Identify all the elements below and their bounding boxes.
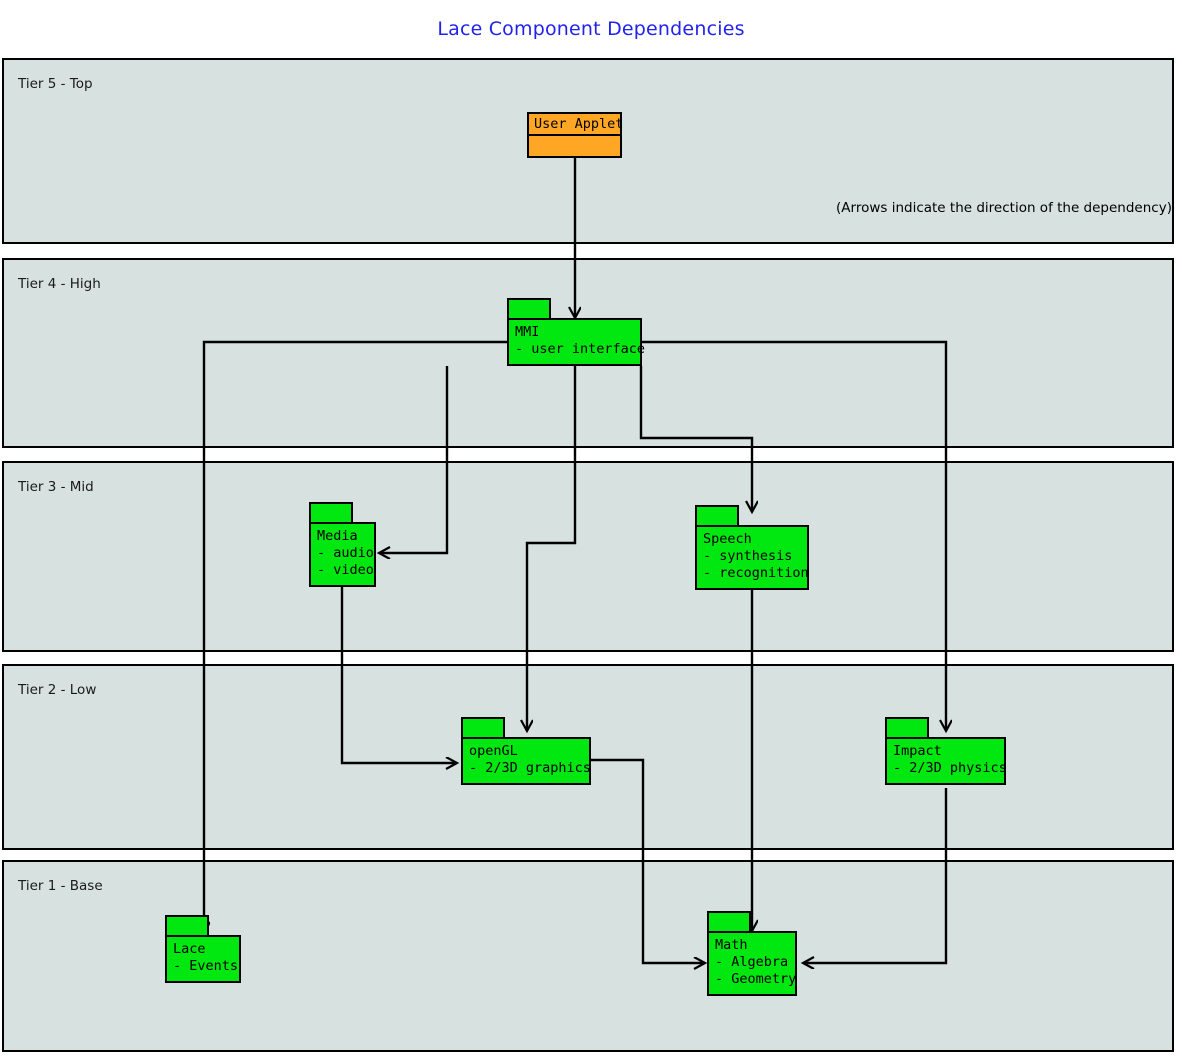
lace-label: Lace - Events <box>165 935 241 983</box>
speech-label: Speech - synthesis - recognition <box>695 525 809 590</box>
user-applet-body <box>527 134 622 158</box>
opengl-package-tab <box>461 717 505 739</box>
impact-label: Impact - 2/3D physics <box>885 737 1007 785</box>
tier-label-3: Tier 3 - Mid <box>18 479 94 495</box>
tier-label-5: Tier 5 - Top <box>18 76 93 92</box>
arrow-direction-note: (Arrows indicate the direction of the de… <box>836 200 1172 216</box>
opengl-label: openGL - 2/3D graphics <box>461 737 591 785</box>
tier-label-1: Tier 1 - Base <box>18 878 103 894</box>
tier-label-2: Tier 2 - Low <box>18 682 97 698</box>
speech-package-tab <box>695 505 739 527</box>
math-package-tab <box>707 911 751 933</box>
lace-package-tab <box>165 915 209 937</box>
math-label: Math - Algebra - Geometry <box>707 931 797 996</box>
tier-label-4: Tier 4 - High <box>18 276 101 292</box>
tier-band-3: Tier 3 - Mid <box>2 461 1174 652</box>
page-title: Lace Component Dependencies <box>437 18 745 40</box>
mmi-label: MMI - user interface <box>507 318 645 366</box>
tier-band-1: Tier 1 - Base <box>2 860 1174 1052</box>
mmi-package-tab <box>507 298 551 320</box>
media-package-tab <box>309 502 353 524</box>
media-label: Media - audio - video <box>309 522 376 587</box>
tier-band-4: Tier 4 - High <box>2 258 1174 448</box>
impact-package-tab <box>885 717 929 739</box>
